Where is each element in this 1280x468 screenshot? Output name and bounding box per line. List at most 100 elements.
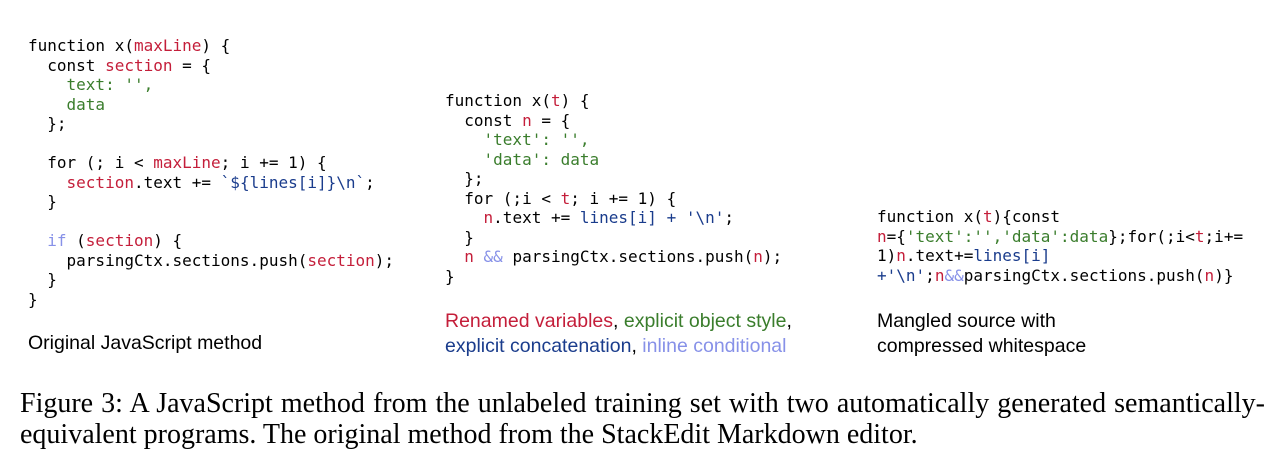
code-line: data [28, 94, 106, 114]
code-line: n={'text':'','data':data};for(;i<t;i+= [877, 227, 1243, 246]
code-token: }; [445, 169, 484, 188]
legend-part: , [631, 335, 643, 357]
code-token: text: '', [28, 75, 154, 94]
code-token: t [982, 207, 993, 226]
code-token: ; [365, 172, 375, 192]
code-token: section [85, 231, 154, 250]
code-line: n.text += lines[i] + '\n'; [445, 208, 734, 227]
code-token: = { [531, 110, 571, 130]
code-line: section.text += `${lines[i]}\n`; [28, 173, 375, 192]
code-line: 1)n.text+=lines[i] [877, 246, 1050, 265]
code-line: for (; i < maxLine; i += 1) { [28, 153, 327, 172]
code-token: n [753, 247, 763, 266]
code-token: ) { [201, 36, 231, 55]
code-token: n [483, 208, 494, 227]
code-token: +'\n' [877, 265, 926, 285]
code-line: const section = { [28, 56, 211, 75]
legend-part: , [786, 310, 792, 332]
code-token: } [445, 266, 455, 286]
code-token: function x( [877, 207, 983, 226]
code-token: function x( [28, 36, 134, 55]
code-line: function x(t) { [445, 91, 590, 110]
code-token: n [1204, 265, 1215, 285]
legend-part: , [613, 310, 624, 332]
code-token: if [47, 231, 67, 250]
code-token: } [445, 227, 474, 247]
code-line: 'text': '', [445, 130, 590, 149]
code-token: n [522, 110, 532, 130]
code-token [445, 208, 484, 227]
code-token: for (;i < [445, 188, 561, 208]
mangled-label-line-1: Mangled source with [877, 310, 1056, 332]
code-line: if (section) { [28, 231, 182, 250]
code-token: section [105, 55, 173, 75]
code-token: ={ [886, 226, 906, 246]
legend-part: inline conditional [642, 335, 787, 357]
code-token: ; i += 1) { [220, 153, 327, 172]
code-token: 1) [877, 246, 897, 265]
code-token: ); [762, 247, 783, 266]
code-token: && [944, 265, 964, 285]
code-token: lines[i] + '\n' [579, 208, 725, 227]
code-token: data [28, 94, 106, 114]
code-token: const [28, 55, 106, 75]
code-token: } [28, 192, 57, 211]
code-token: section [307, 250, 375, 270]
code-token: ) { [153, 231, 183, 250]
mangled-code-block: function x(t){const n={'text':'','data':… [877, 207, 1243, 285]
code-token: parsingCtx.sections.push( [963, 265, 1205, 285]
code-token: n [934, 265, 945, 285]
code-token: lines[i] [973, 246, 1051, 265]
code-token [445, 247, 464, 266]
original-code-block: function x(maxLine) { const section = { … [28, 36, 394, 309]
code-token: )} [1214, 265, 1234, 285]
code-token: n [464, 247, 474, 266]
code-token [28, 231, 47, 250]
code-token: t [560, 188, 571, 208]
code-token: } [28, 270, 57, 289]
code-token: ( [66, 231, 86, 250]
code-line: }; [445, 169, 484, 188]
code-token: n [877, 226, 887, 246]
code-token: maxLine [133, 36, 202, 55]
mangled-label-line-2: compressed whitespace [877, 335, 1087, 357]
code-token: && [473, 247, 513, 266]
code-token: ) { [560, 91, 590, 110]
figure-caption: Figure 3: A JavaScript method from the u… [20, 388, 1265, 450]
code-token: n [896, 246, 906, 265]
code-token: `${lines[i]}\n` [220, 172, 366, 192]
original-code-label: Original JavaScript method [28, 331, 262, 356]
transformed-code-block: function x(t) { const n = { 'text': '', … [445, 91, 782, 286]
code-token: ){const [992, 207, 1061, 226]
code-line: text: '', [28, 75, 154, 94]
code-token: ); [374, 250, 395, 270]
code-token: ;i+= [1204, 226, 1244, 246]
code-line: +'\n';n&&parsingCtx.sections.push(n)} [877, 266, 1233, 285]
code-line: }; [28, 114, 66, 133]
code-line: function x(maxLine) { [28, 36, 230, 55]
legend-part: Renamed variables [445, 310, 614, 332]
code-token [28, 173, 67, 192]
code-line: parsingCtx.sections.push(section); [28, 250, 395, 270]
code-line: function x(t){const [877, 207, 1060, 226]
code-token: ; i += 1) { [570, 188, 677, 208]
code-token: 'text': '', [445, 130, 590, 149]
code-token: = { [172, 55, 212, 75]
code-token: function x( [445, 91, 551, 110]
code-line: } [445, 267, 455, 286]
code-line: const n = { [445, 111, 570, 130]
code-token: ; [724, 208, 735, 227]
code-line: 'data': data [445, 150, 600, 169]
code-token: .text += [493, 208, 580, 227]
code-token: section [66, 172, 134, 192]
code-token: for (; i < [28, 153, 154, 172]
code-token: t [1194, 226, 1205, 246]
code-line: for (;i < t; i += 1) { [445, 189, 676, 208]
code-token: parsingCtx.sections.push( [512, 247, 754, 266]
code-token: const [445, 110, 523, 130]
code-token: .text += [133, 172, 221, 192]
code-token: t [550, 91, 561, 110]
original-code-label-text: Original JavaScript method [28, 332, 263, 354]
code-token: };for(;i< [1108, 226, 1195, 246]
code-token: .text+= [905, 246, 974, 265]
